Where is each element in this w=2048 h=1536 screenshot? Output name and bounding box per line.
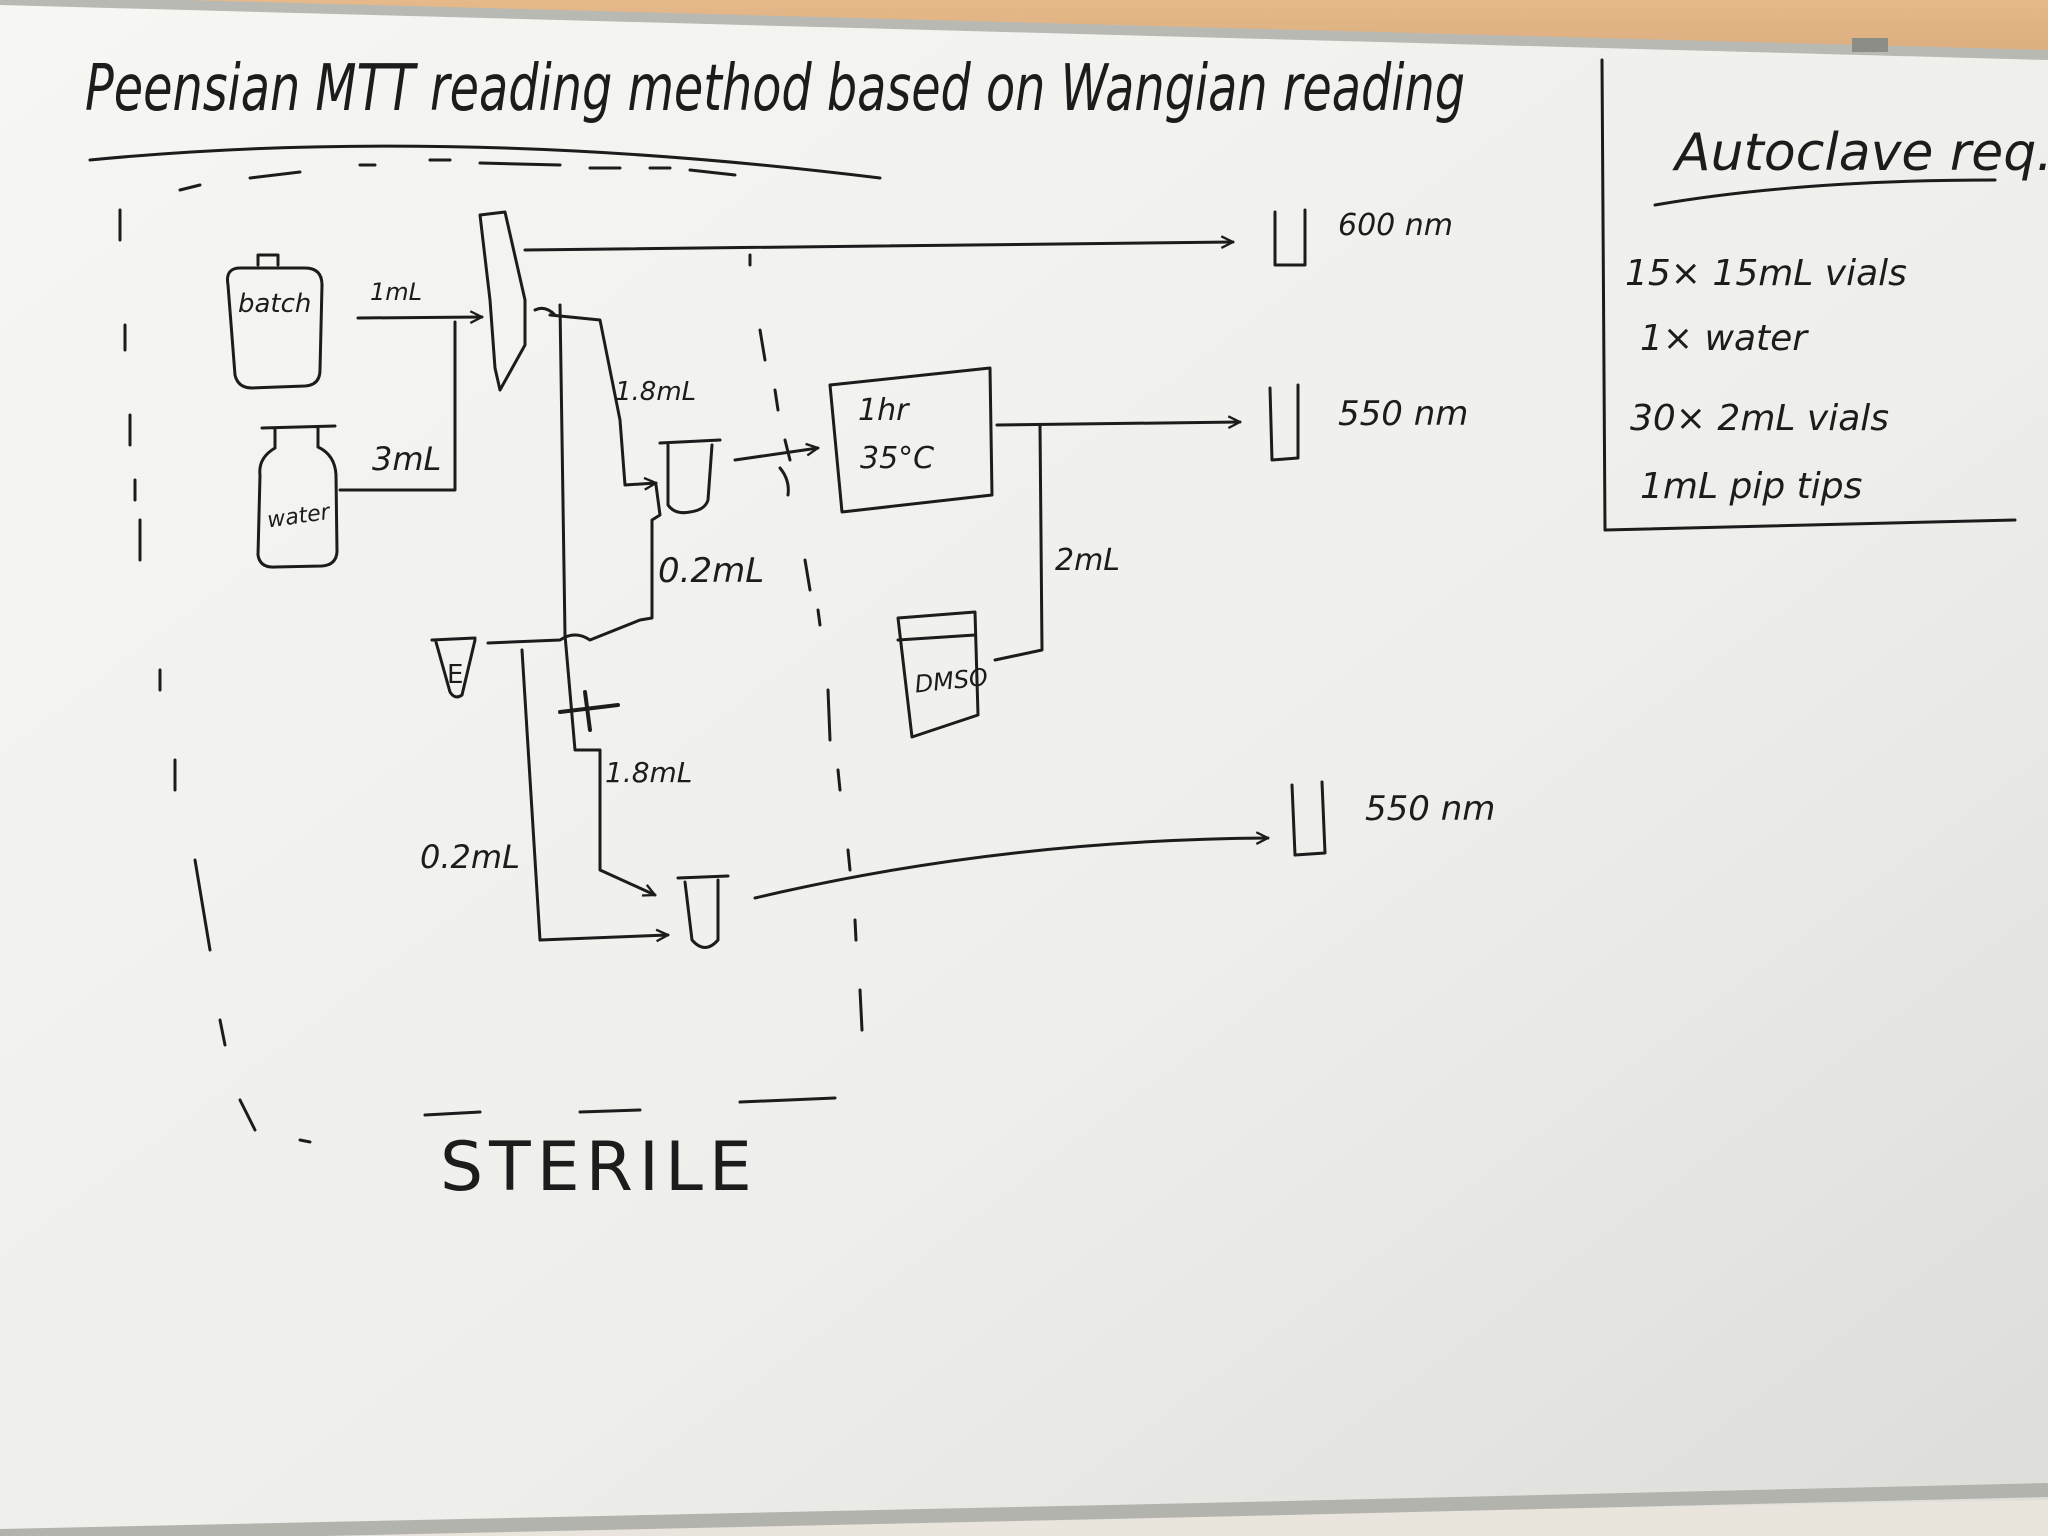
arrow-return-stub [533, 306, 557, 317]
reading-top: 600 nm [1338, 208, 1453, 243]
volume-batch: 1mL [370, 278, 422, 306]
volume-water: 3mL [372, 440, 441, 478]
volume-upper-0-2: 0.2mL [658, 551, 764, 591]
incubator-temp: 35°C [860, 441, 934, 476]
batch-bottle [226, 253, 324, 390]
autoclave-heading-underline [1653, 178, 1997, 207]
arrow-tube-to-lower-vial [558, 303, 655, 895]
arrow-e-to-lower-vial [520, 648, 670, 940]
autoclave-item-3: 30× 2mL vials [1630, 398, 1889, 439]
sterile-boundary-right [748, 253, 864, 1032]
volume-lower-0-2: 0.2mL [420, 838, 520, 876]
lower-vial [676, 874, 730, 949]
autoclave-item-2: 1× water [1640, 318, 1809, 359]
arrow-tube-to-upper-vial [548, 313, 656, 485]
line-e-to-upper-vial [486, 483, 662, 645]
arrow-lower-vial-to-550nm [753, 838, 1270, 900]
line-water-to-tube [338, 320, 457, 492]
cuvette-550nm-upper [1268, 383, 1300, 462]
conical-tube [478, 210, 527, 392]
volume-dmso: 2mL [1055, 543, 1120, 578]
sterile-boundary-left [118, 208, 312, 1144]
eppendorf-label: E [447, 660, 463, 690]
autoclave-heading: Autoclave req. [1672, 123, 2048, 183]
batch-label: batch [238, 289, 311, 319]
marker-tray-clip [1852, 38, 1888, 52]
sterile-label: STERILE [440, 1128, 758, 1207]
incubator-box [828, 366, 994, 514]
reading-bottom: 550 nm [1365, 789, 1495, 829]
autoclave-item-4: 1mL pip tips [1640, 466, 1862, 507]
arrow-incubator-to-550nm-upper [995, 422, 1242, 425]
autoclave-divider [1600, 58, 1607, 532]
line-dmso [993, 423, 1044, 662]
sterile-boundary-bottom [423, 1096, 837, 1117]
sterile-boundary-top [178, 158, 737, 192]
board-frame-bottom [0, 1483, 2048, 1536]
title-underline [88, 144, 882, 180]
autoclave-item-1: 15× 15mL vials [1625, 253, 1907, 294]
upper-vial [658, 438, 722, 515]
board-frame-top [0, 0, 2048, 60]
arrow-batch-to-tube [356, 317, 484, 318]
arrow-tube-to-600nm [523, 242, 1235, 252]
reading-middle: 550 nm [1338, 394, 1468, 434]
incubator-time: 1hr [858, 393, 910, 428]
title: Peensian MTT reading method based on Wan… [85, 52, 1465, 126]
water-bottle [256, 424, 339, 569]
volume-upper-1-8: 1.8mL [615, 377, 696, 407]
autoclave-bottom-line [1603, 518, 2017, 532]
volume-filter-1-8: 1.8mL [605, 756, 692, 789]
arrow-tick [778, 466, 790, 497]
dmso-bottle [896, 610, 980, 739]
syringe-filter [558, 690, 620, 732]
cuvette-600nm [1273, 208, 1307, 267]
arrow-vial-to-incubator [733, 448, 818, 462]
eppendorf-tube [430, 636, 477, 699]
cuvette-550nm-lower [1290, 780, 1327, 857]
